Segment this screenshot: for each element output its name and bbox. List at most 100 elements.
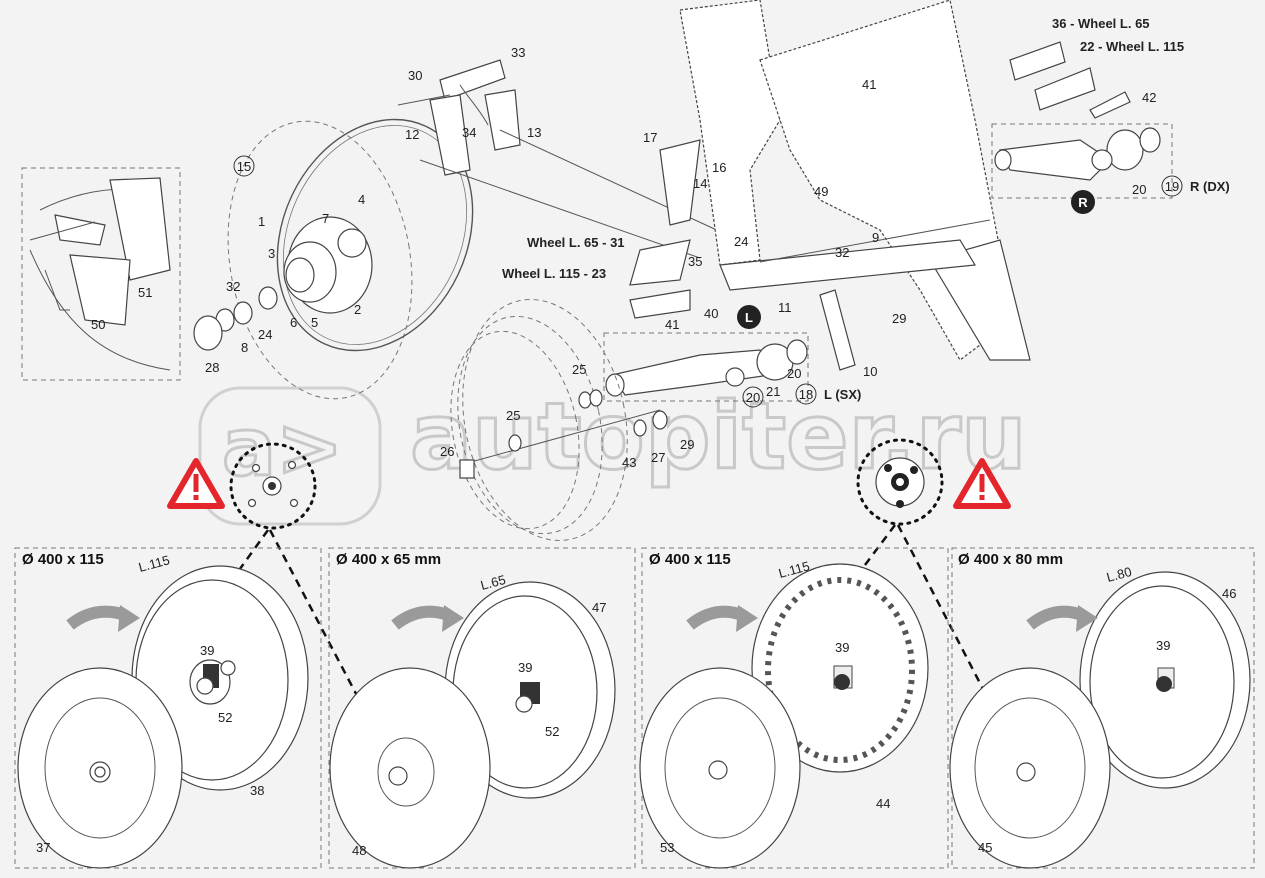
callout-29a: 29 — [892, 311, 906, 326]
panel-4-title: Ø 400 x 80 mm — [958, 551, 1063, 568]
panel-2-arrow-icon — [391, 605, 451, 630]
side-r-badge-letter: R — [1078, 195, 1088, 210]
disc-assembly — [193, 118, 474, 400]
panel-4-front-label: 45 — [978, 840, 992, 855]
callout-12: 12 — [405, 127, 419, 142]
callout-20a: 20 — [1132, 182, 1146, 197]
panel-2-width-label: L.65 — [479, 572, 507, 593]
wheel-panel-4: Ø 400 x 80 mm L.80 45 46 39 — [949, 547, 1255, 869]
panel-3-front-label: 53 — [660, 840, 674, 855]
callout-9: 9 — [872, 230, 879, 245]
panel-4-hub-label: 39 — [1156, 638, 1170, 653]
callout-33: 33 — [511, 45, 525, 60]
arm-left: L — [603, 239, 856, 402]
callout-42: 42 — [1142, 90, 1156, 105]
gauge-wheel — [450, 299, 668, 541]
callout-8: 8 — [241, 340, 248, 355]
panel-1-arrow-icon — [66, 605, 127, 630]
label-wheel-l115-top: 22 - Wheel L. 115 — [1080, 39, 1184, 54]
panel-1-bearing-label: 52 — [218, 710, 232, 725]
callout-24a: 24 — [734, 234, 748, 249]
callout-4: 4 — [358, 192, 365, 207]
side-l-badge-letter: L — [745, 310, 753, 325]
callout-20b: 20 — [787, 366, 801, 381]
panel-2-title: Ø 400 x 65 mm — [336, 551, 441, 568]
panel-3-hub-label: 39 — [835, 640, 849, 655]
callout-2: 2 — [354, 302, 361, 317]
callout-51: 51 — [138, 285, 152, 300]
panel-2-front-label: 48 — [352, 843, 366, 858]
callout-41b: 41 — [665, 317, 679, 332]
panel-2-bearing-label: 52 — [545, 724, 559, 739]
label-wheel-l65-mid: Wheel L. 65 - 31 — [527, 235, 625, 250]
label-side-l: L (SX) — [824, 387, 861, 402]
callout-17: 17 — [643, 130, 657, 145]
watermark-text: autopiter.ru — [410, 383, 1027, 490]
panel-4-width-label: L.80 — [1105, 564, 1133, 585]
main-frame — [659, 0, 1031, 361]
callout-5: 5 — [311, 315, 318, 330]
callout-40: 40 — [704, 306, 718, 321]
callout-32b: 32 — [226, 279, 240, 294]
callout-28: 28 — [205, 360, 219, 375]
callout-19: 19 — [1165, 179, 1179, 194]
panel-2-back-label: 47 — [592, 600, 606, 615]
callout-29b: 29 — [680, 437, 694, 452]
callout-15: 15 — [237, 159, 251, 174]
wheel-panel-2: Ø 400 x 65 mm L.65 48 47 39 52 — [328, 547, 636, 869]
callouts: 1 2 3 4 5 6 7 8 9 10 11 12 13 14 15 16 1… — [91, 45, 1156, 470]
panel-4-back-label: 46 — [1222, 586, 1236, 601]
scraper-bracket — [397, 59, 761, 259]
callout-16: 16 — [712, 160, 726, 175]
panel-1-title: Ø 400 x 115 — [22, 551, 104, 568]
panel-3-arrow-icon — [686, 605, 745, 630]
arm-right: R — [991, 41, 1173, 214]
label-wheel-l115-mid: Wheel L. 115 - 23 — [502, 266, 606, 281]
callout-27: 27 — [651, 450, 665, 465]
panel-1-hub-label: 39 — [200, 643, 214, 658]
callout-50: 50 — [91, 317, 105, 332]
panel-1-front-label: 37 — [36, 840, 50, 855]
callout-26: 26 — [440, 444, 454, 459]
callout-21: 21 — [766, 384, 780, 399]
callout-34: 34 — [462, 125, 476, 140]
callout-3: 3 — [268, 246, 275, 261]
wheel-panel-1: Ø 400 x 115 L.115 37 38 39 52 — [14, 547, 322, 869]
callout-10: 10 — [863, 364, 877, 379]
callout-1: 1 — [258, 214, 265, 229]
callout-30: 30 — [408, 68, 422, 83]
panel-1-back-label: 38 — [250, 783, 264, 798]
callout-43: 43 — [622, 455, 636, 470]
callout-11: 11 — [778, 300, 792, 315]
warning-left-icon — [167, 458, 225, 509]
side-r-badge-icon — [1071, 190, 1095, 214]
side-l-badge-icon — [737, 305, 761, 329]
callout-20c: 20 — [746, 390, 760, 405]
panel-1-width-label: L.115 — [137, 552, 171, 575]
callout-7: 7 — [322, 211, 329, 226]
callout-25a: 25 — [572, 362, 586, 377]
wheel-panels: Ø 400 x 115 L.115 37 38 39 52 Ø 400 x 65… — [14, 547, 1255, 869]
panel-3-title: Ø 400 x 115 — [649, 551, 731, 568]
callout-41a: 41 — [862, 77, 876, 92]
panel-2-hub-label: 39 — [518, 660, 532, 675]
label-wheel-l65-top: 36 - Wheel L. 65 — [1052, 16, 1150, 31]
label-side-r: R (DX) — [1190, 179, 1230, 194]
inset-scraper-box — [21, 167, 181, 381]
callout-24b: 24 — [258, 327, 272, 342]
warning-right-icon — [953, 458, 1011, 509]
callout-49: 49 — [814, 184, 828, 199]
svg-text:a>: a> — [222, 401, 343, 494]
panel-3-back-label: 44 — [876, 796, 890, 811]
wheel-labels: 36 - Wheel L. 65 22 - Wheel L. 115 Wheel… — [502, 16, 1230, 405]
callout-25b: 25 — [506, 408, 520, 423]
callout-13: 13 — [527, 125, 541, 140]
wheel-panel-3: Ø 400 x 115 L.115 53 44 39 — [639, 547, 949, 869]
callout-6: 6 — [290, 315, 297, 330]
callout-14: 14 — [693, 176, 707, 191]
callout-18: 18 — [799, 387, 813, 402]
panel-4-arrow-icon — [1026, 605, 1085, 630]
detail-circles — [229, 438, 944, 530]
callout-35: 35 — [688, 254, 702, 269]
